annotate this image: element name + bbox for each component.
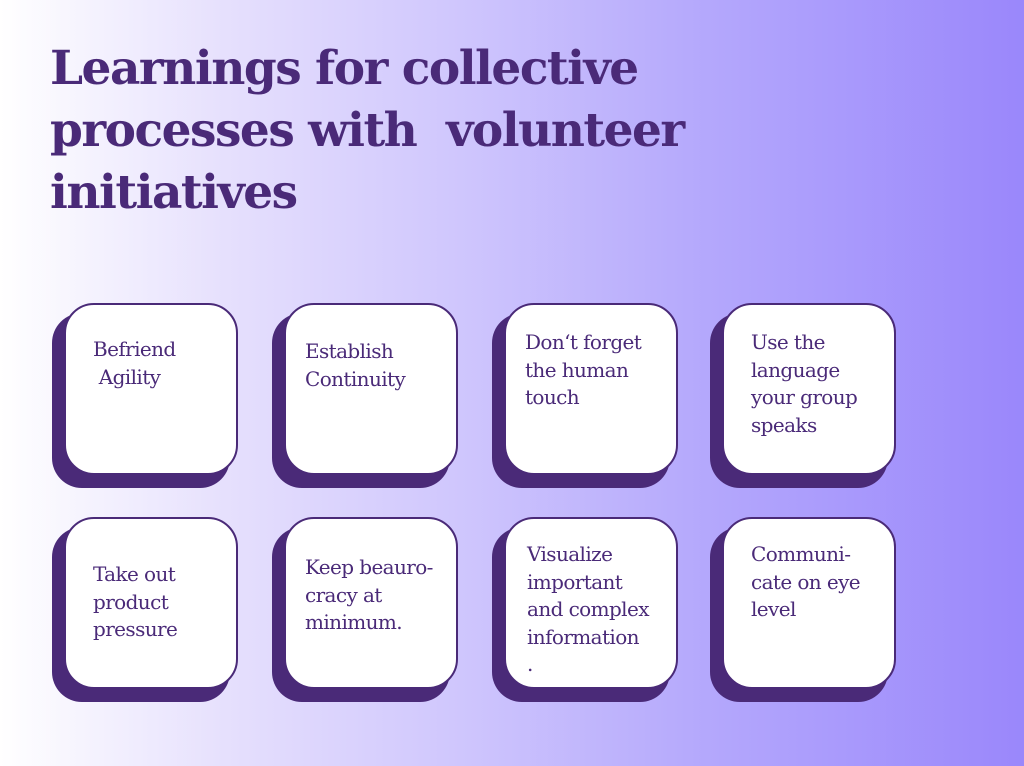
card-text: Take out product pressure — [93, 562, 178, 641]
card-body — [64, 517, 238, 689]
card-body — [64, 303, 238, 475]
card-human-touch: Don‘t forget the human touch — [492, 303, 682, 488]
card-body — [722, 517, 896, 689]
card-establish-continuity: Establish Continuity — [272, 303, 462, 488]
card-body — [722, 303, 896, 475]
card-text: Visualize important and complex informat… — [527, 542, 649, 676]
card-text: Don‘t forget the human touch — [525, 330, 642, 409]
card-body — [504, 517, 678, 689]
card-body — [284, 303, 458, 475]
card-group-language: Use the language your group speaks — [710, 303, 900, 488]
card-product-pressure: Take out product pressure — [52, 517, 242, 702]
card-text: Establish Continuity — [305, 339, 406, 391]
card-text: Keep beauro- cracy at minimum. — [305, 555, 433, 634]
card-bureaucracy: Keep beauro- cracy at minimum. — [272, 517, 462, 702]
page-title: Learnings for collective processes with … — [50, 41, 685, 220]
card-befriend-agility: Befriend Agility — [52, 303, 242, 488]
card-text: Communi- cate on eye level — [751, 542, 861, 621]
card-text: Befriend Agility — [93, 337, 176, 389]
card-text: Use the language your group speaks — [751, 330, 858, 437]
card-eye-level: Communi- cate on eye level — [710, 517, 900, 702]
card-body — [284, 517, 458, 689]
card-body — [504, 303, 678, 475]
card-visualize-information: Visualize important and complex informat… — [492, 517, 682, 702]
